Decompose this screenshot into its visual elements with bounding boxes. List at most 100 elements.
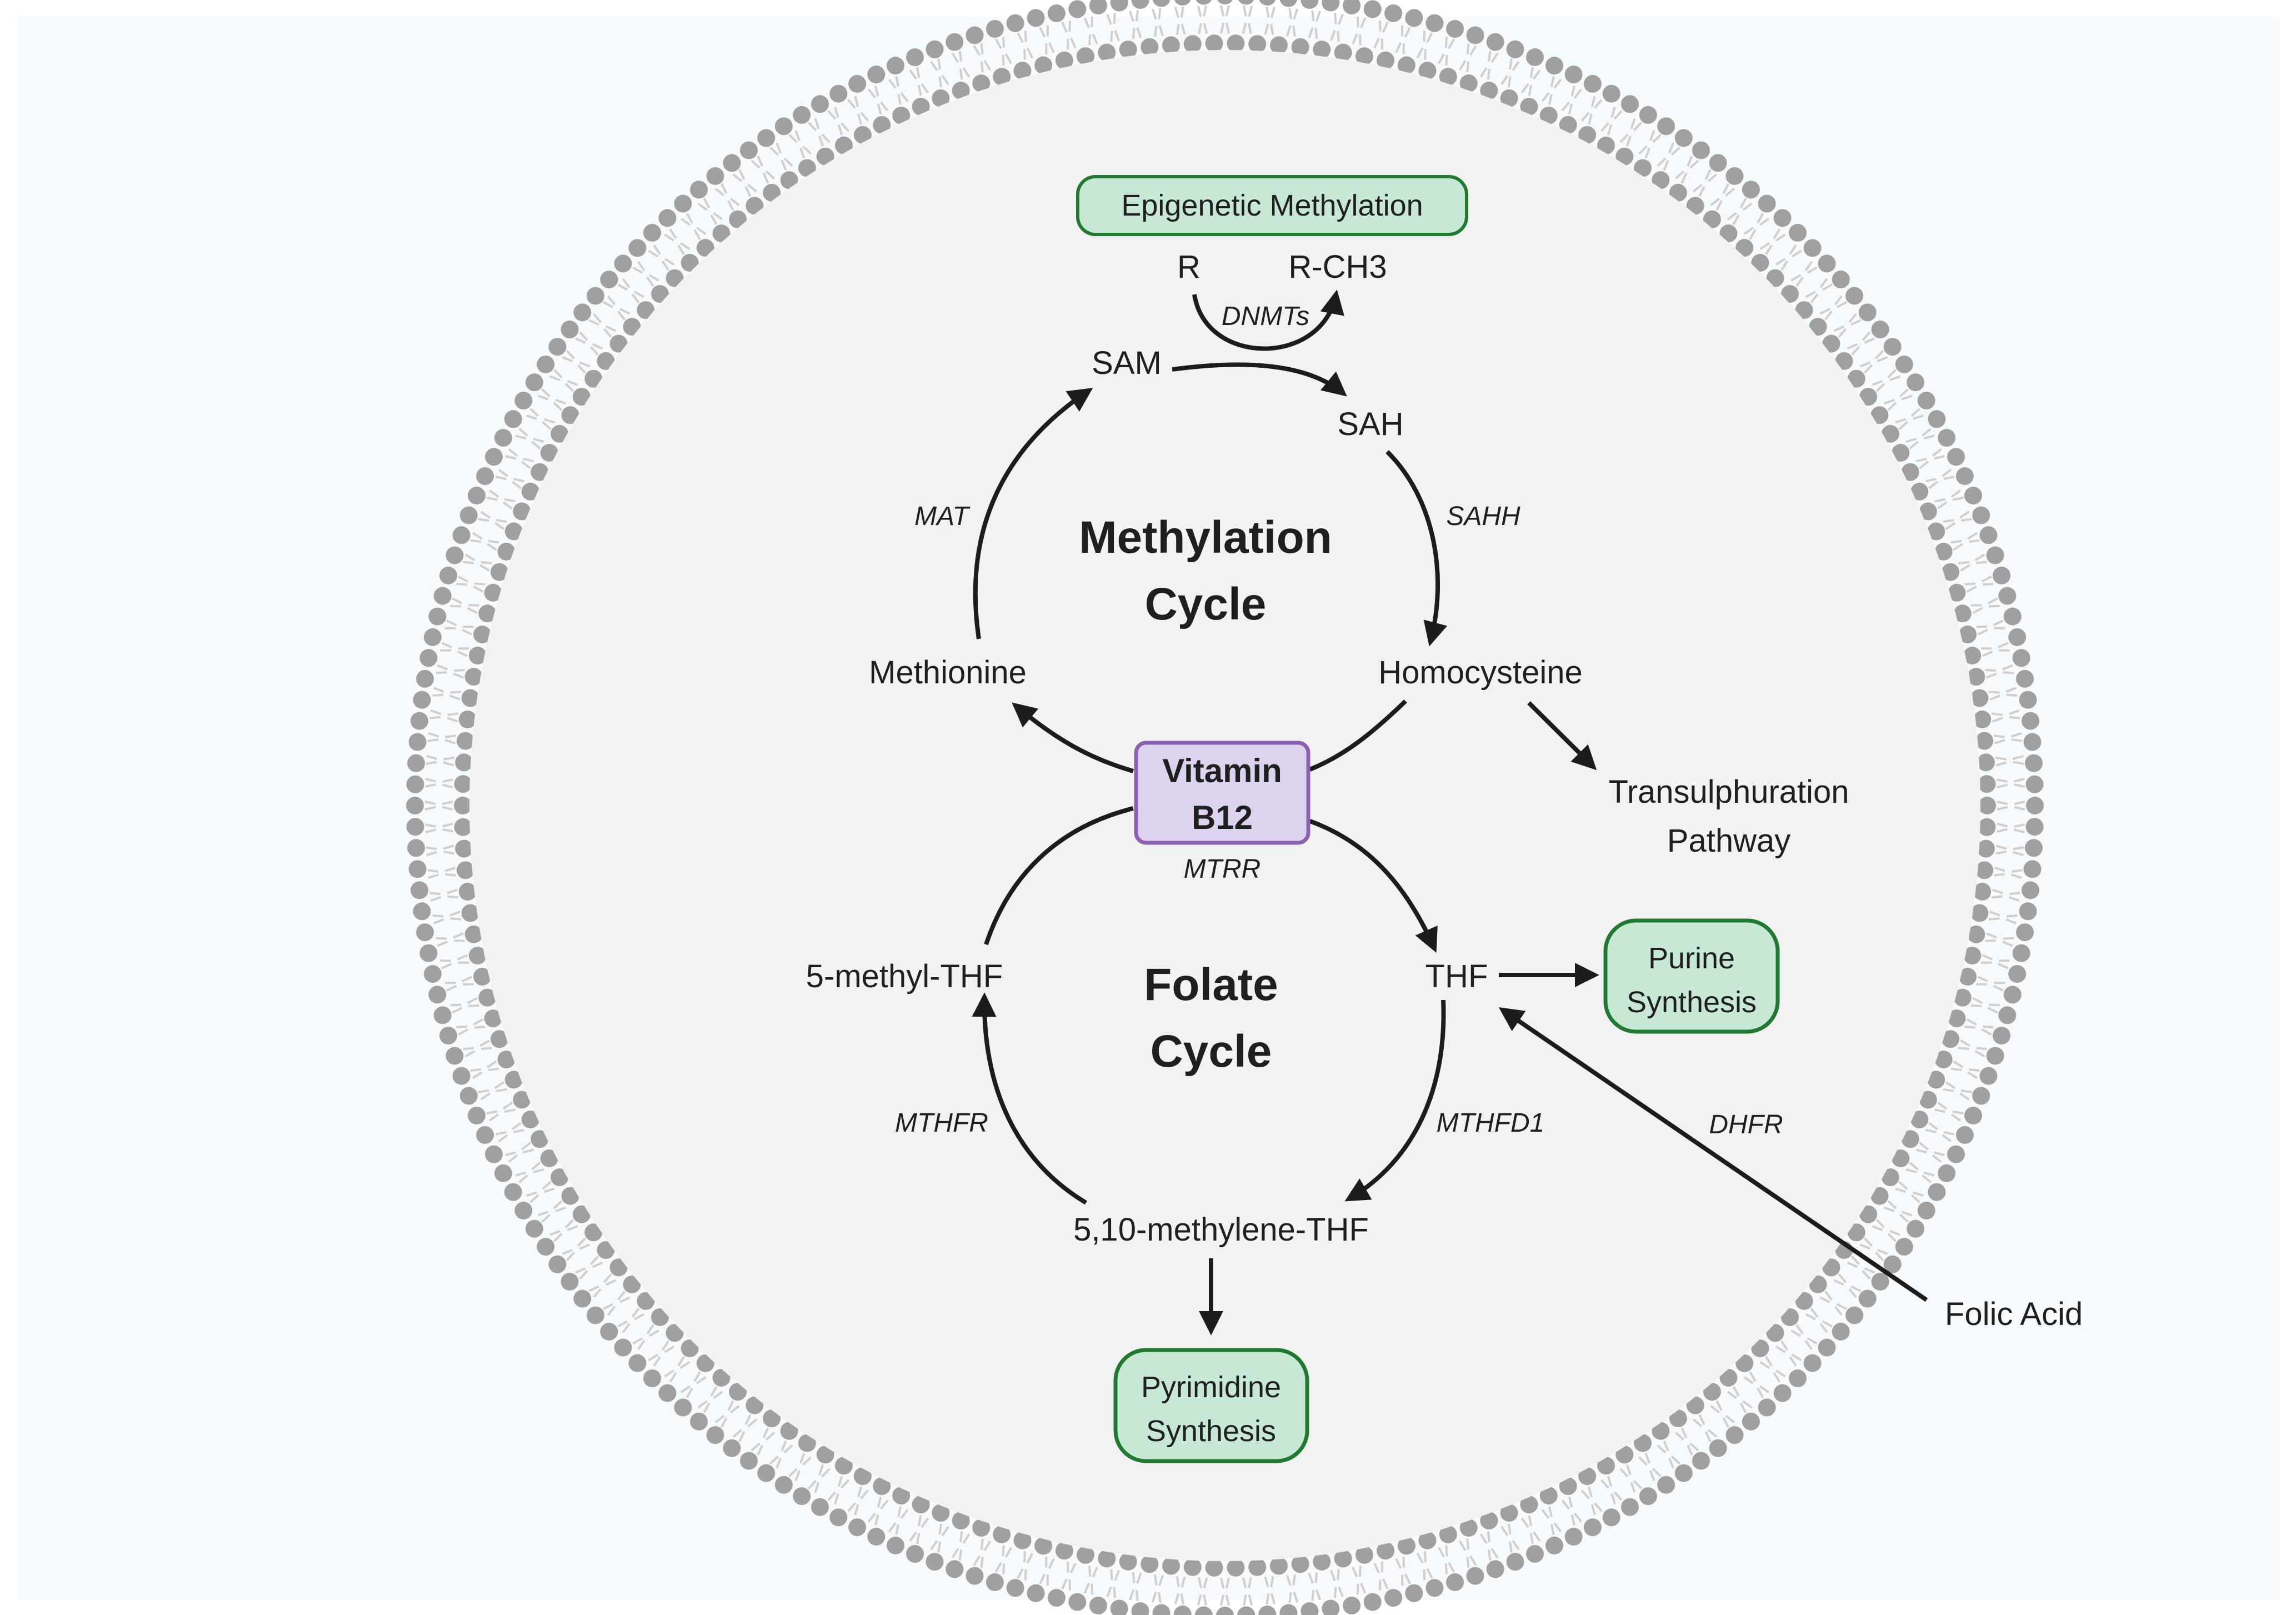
- lipid-head: [456, 861, 474, 879]
- lipid-head: [1559, 1477, 1577, 1496]
- lipid-head: [1773, 209, 1792, 227]
- lipid-head: [1883, 1255, 1902, 1273]
- lipid-head: [609, 1258, 628, 1277]
- lipid-head: [1907, 373, 1925, 392]
- lipid-head: [573, 1289, 592, 1308]
- lipid-head: [1486, 1560, 1504, 1578]
- lipid-head: [1895, 355, 1913, 373]
- lipid-head: [1901, 1130, 1919, 1148]
- lipid-head: [484, 1009, 502, 1028]
- lipid-head: [1809, 318, 1827, 336]
- lipid-head: [1270, 1557, 1288, 1575]
- lipid-head: [1405, 9, 1423, 27]
- lipid-head: [2022, 881, 2039, 899]
- lipid-head: [1652, 1422, 1670, 1440]
- membrane-outer-heads: [406, 0, 2044, 1615]
- lipid-head: [1583, 74, 1602, 93]
- lipid-head: [1597, 136, 1615, 154]
- dnmts-arrow: [1192, 289, 1344, 351]
- lipid-head: [1377, 1542, 1395, 1560]
- folate-cycle-title-line2: Cycle: [1150, 1026, 1272, 1077]
- lipid-head: [1725, 167, 1744, 185]
- lipid-head: [873, 1477, 891, 1496]
- lipid-head: [1539, 106, 1558, 124]
- lipid-head: [1152, 0, 1170, 7]
- lipid-head: [1480, 1512, 1498, 1529]
- lipid-head: [1859, 388, 1877, 406]
- lipid-head: [1845, 1306, 1864, 1324]
- lipid-head: [1459, 1519, 1478, 1537]
- lipid-head: [1751, 1339, 1769, 1357]
- lipid-head: [1459, 74, 1478, 92]
- lipid-head: [1959, 626, 1977, 643]
- lipid-head: [1418, 1531, 1437, 1549]
- transsulfuration-label-line2: Pathway: [1667, 823, 1790, 859]
- lipid-head: [848, 74, 867, 93]
- lipid-head: [1978, 797, 1996, 814]
- lipid-head: [1998, 1006, 2017, 1024]
- lipid-head: [887, 57, 904, 75]
- lipid-head: [497, 542, 516, 561]
- lipid-head: [1692, 1452, 1710, 1470]
- lipid-head: [454, 797, 472, 814]
- lipid-head: [1977, 753, 1995, 772]
- lipid-head: [952, 82, 970, 99]
- lipid-head: [1657, 1476, 1675, 1494]
- lipid-head: [932, 89, 950, 107]
- lipid-head: [1248, 1558, 1267, 1576]
- lipid-head: [1110, 1599, 1128, 1615]
- lipid-head: [892, 1487, 911, 1505]
- sah-label: SAH: [1337, 406, 1403, 442]
- vitamin-b12-box: Vitamin B12: [1134, 741, 1310, 845]
- lipid-head: [848, 1518, 867, 1537]
- lipid-head: [586, 287, 604, 305]
- lipid-head: [2026, 797, 2044, 814]
- lipid-head: [551, 1168, 569, 1187]
- lipid-head: [407, 839, 425, 857]
- lipid-head: [628, 239, 647, 257]
- lipid-head: [1928, 1183, 1946, 1201]
- lipid-head: [1758, 194, 1776, 213]
- lipid-head: [1927, 1071, 1945, 1089]
- lipid-head: [1237, 1606, 1255, 1615]
- lipid-head: [455, 839, 473, 858]
- lipid-head: [1709, 1439, 1727, 1457]
- b12-to-thf-arrow: [1309, 819, 1438, 953]
- lipid-head: [1425, 14, 1444, 32]
- lipid-head: [2012, 649, 2030, 667]
- lipid-head: [1578, 1467, 1597, 1486]
- lipid-head: [531, 1130, 549, 1148]
- lipid-head: [1597, 1457, 1615, 1475]
- lipid-head: [1615, 1446, 1634, 1464]
- lipid-head: [1639, 106, 1657, 124]
- lipid-head: [1602, 1508, 1620, 1527]
- lipid-head: [1439, 1525, 1457, 1543]
- dhfr-label: DHFR: [1709, 1110, 1783, 1139]
- lipid-head: [561, 406, 579, 424]
- lipid-head: [946, 1560, 964, 1578]
- lipid-head: [1322, 0, 1340, 12]
- lipid-head: [1735, 239, 1754, 257]
- lipid-head: [433, 587, 452, 605]
- lipid-head: [1313, 41, 1331, 59]
- folate-cycle-title-line1: Folate: [1144, 959, 1278, 1010]
- lipid-head: [1055, 51, 1073, 69]
- lipid-head: [1967, 925, 1985, 943]
- lipid-head: [2025, 818, 2044, 836]
- lipid-head: [1858, 303, 1877, 322]
- lipid-head: [1397, 56, 1415, 74]
- methionine-label: Methionine: [869, 654, 1027, 691]
- lipid-head: [966, 26, 984, 44]
- lipid-head: [454, 775, 472, 793]
- lipid-head: [1859, 1205, 1877, 1223]
- lipid-head: [584, 369, 603, 388]
- vitamin-b12-label-line2: B12: [1192, 799, 1253, 836]
- methyl-thf-to-b12-line: [984, 806, 1134, 946]
- lipid-head: [1917, 1202, 1935, 1219]
- lipid-head: [468, 487, 486, 504]
- lipid-head: [1758, 1398, 1776, 1417]
- lipid-head: [835, 136, 853, 154]
- lipid-head: [1384, 4, 1403, 22]
- lipid-head: [1809, 1275, 1827, 1293]
- lipid-head: [476, 1126, 494, 1144]
